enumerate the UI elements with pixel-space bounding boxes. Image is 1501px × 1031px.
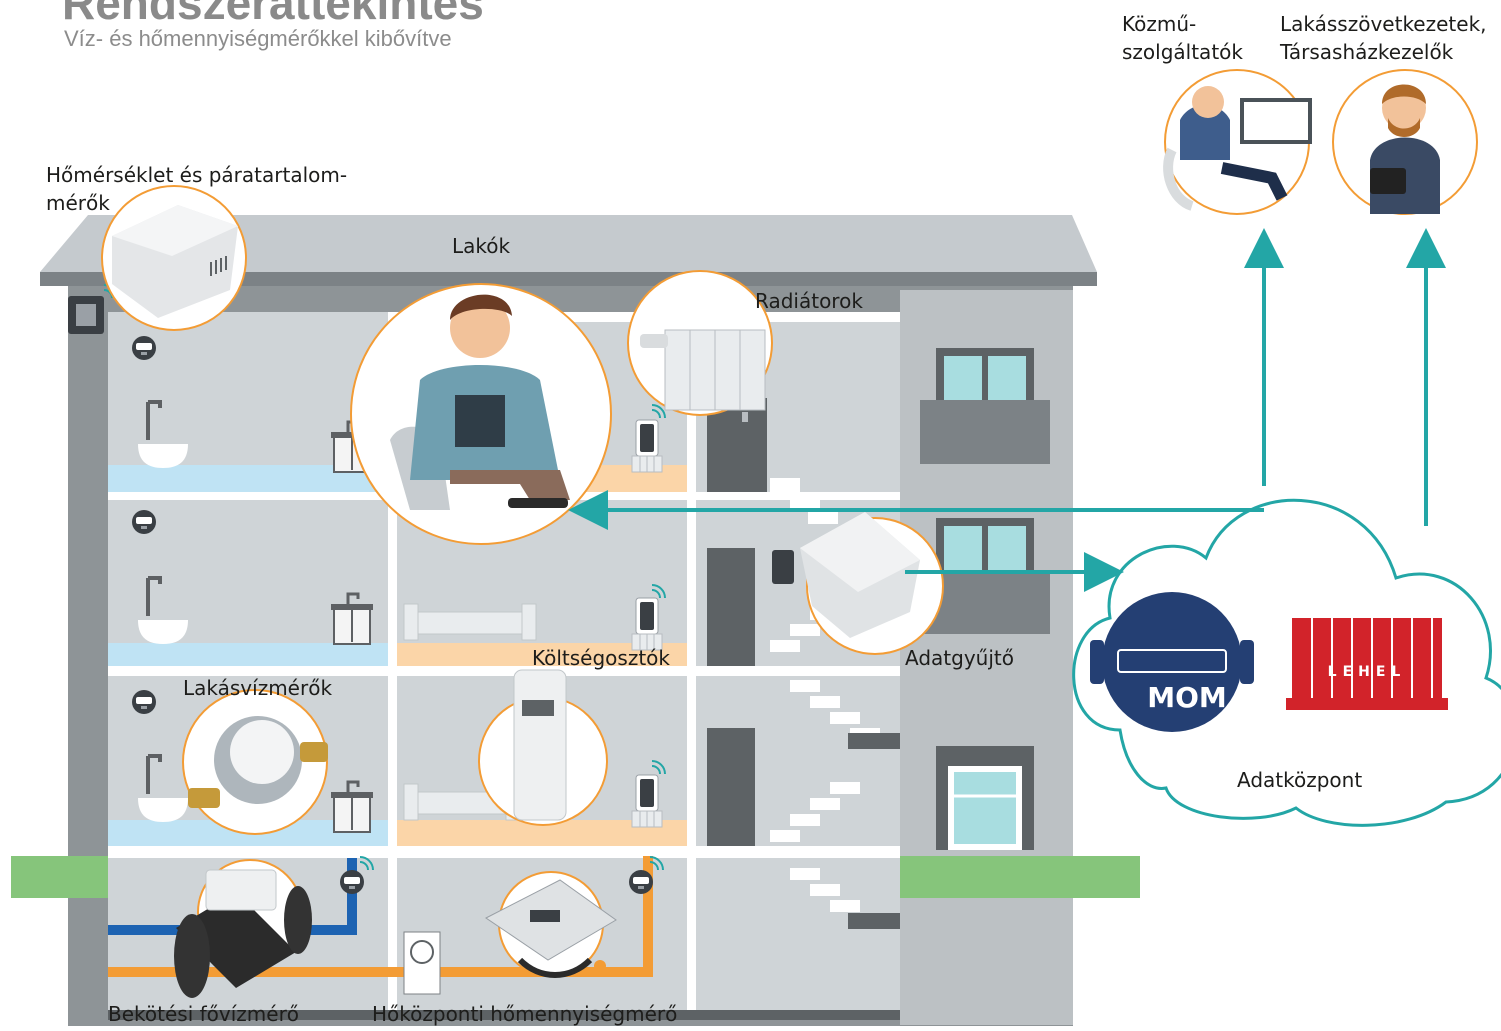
sofa-icon xyxy=(403,603,537,641)
utility-provider-avatar xyxy=(1163,69,1312,215)
radiators-label: Radiátorok xyxy=(755,289,863,313)
mom-logo xyxy=(1090,592,1254,732)
data-collector-callout xyxy=(800,512,944,655)
cost-allocators-label: Költségosztók xyxy=(532,646,670,670)
water-meter-icon xyxy=(132,336,156,360)
housing-manager-avatar xyxy=(1332,69,1478,215)
radiator-cost-allocator-icon xyxy=(631,419,663,473)
page-subtitle: Víz- és hőmennyiségmérőkkel kibővítve xyxy=(64,26,452,51)
callouts xyxy=(101,69,1478,998)
radiator-cost-allocator-icon xyxy=(631,597,663,651)
data-collector-label: Adatgyűjtő xyxy=(905,646,1014,670)
mom-logo-text: MOM xyxy=(1147,681,1227,714)
temp-sensor-label-line1: Hőmérséklet és páratartalom- xyxy=(46,163,348,187)
utility-label-line1: Közmű- xyxy=(1122,12,1197,36)
collector-wall-unit-icon xyxy=(772,550,794,584)
managers-label-line2: Társasházkezelők xyxy=(1280,40,1454,64)
page-title: Rendszeráttekintés xyxy=(62,0,484,29)
cost-allocator-callout xyxy=(478,669,608,826)
temp-sensor-label-line2: mérők xyxy=(46,191,110,215)
water-meter-icon xyxy=(340,870,364,894)
temp-sensor-callout xyxy=(101,185,247,331)
main-water-meter-callout xyxy=(174,859,312,998)
water-meter-icon xyxy=(629,870,653,894)
radiator-callout xyxy=(627,270,773,416)
resident-callout xyxy=(350,283,612,545)
data-center-label: Adatközpont xyxy=(1237,768,1363,792)
lehel-logo xyxy=(1286,618,1448,710)
apartment-water-meters-label: Lakásvízmérők xyxy=(183,676,333,700)
apartment-water-meter-callout xyxy=(182,689,328,835)
data-flow-arrows xyxy=(568,228,1446,592)
heat-meter-label: Hőközponti hőmennyiségmérő xyxy=(372,1002,678,1026)
main-water-meter-label: Bekötési fővízmérő xyxy=(108,1002,300,1026)
residents-label: Lakók xyxy=(452,234,511,258)
lehel-logo-text: LEHEL xyxy=(1328,664,1407,680)
cloud-icon xyxy=(1072,498,1501,827)
water-meter-icon xyxy=(132,690,156,714)
heat-meter-callout xyxy=(485,871,617,978)
managers-label-line1: Lakásszövetkezetek, xyxy=(1280,12,1487,36)
water-meter-icon xyxy=(132,510,156,534)
radiator-cost-allocator-icon xyxy=(631,774,663,828)
utility-label-line2: szolgáltatók xyxy=(1122,40,1243,64)
